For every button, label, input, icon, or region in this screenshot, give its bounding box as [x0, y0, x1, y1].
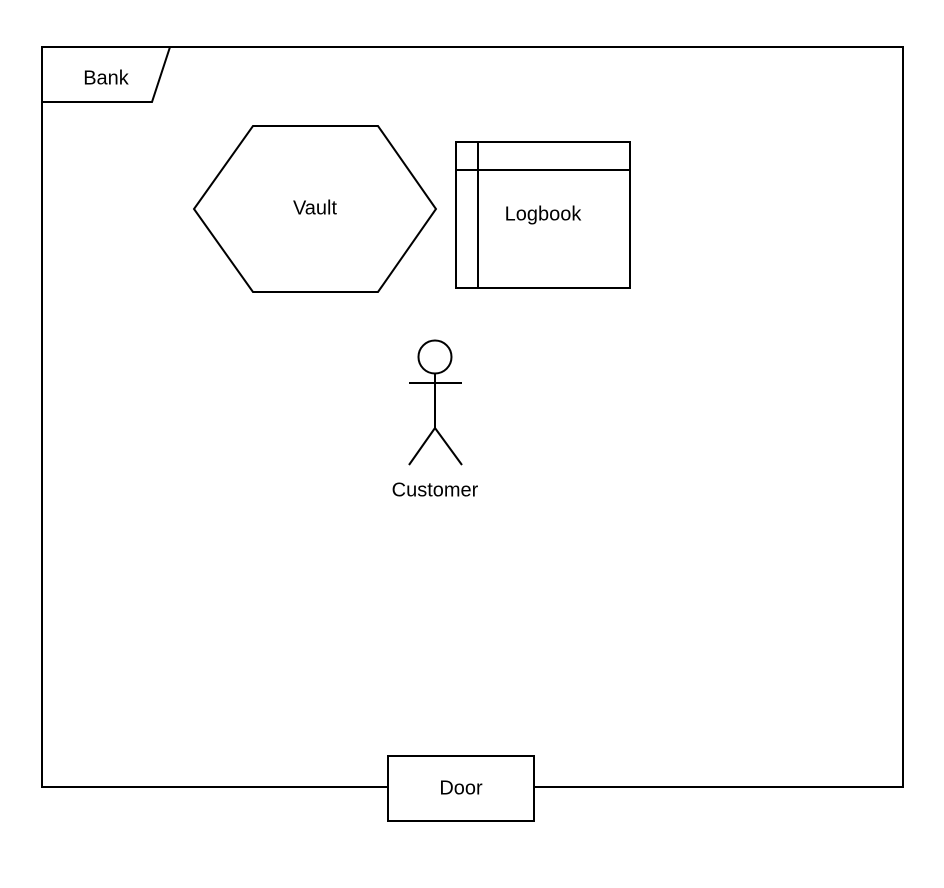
- node-logbook[interactable]: Logbook: [455, 141, 631, 289]
- door-label: Door: [439, 777, 483, 799]
- node-vault[interactable]: Vault: [192, 125, 438, 293]
- door-rect: [387, 755, 535, 822]
- bank-frame-label: Bank: [83, 67, 130, 89]
- logbook-label: Logbook: [505, 203, 583, 225]
- customer-right-leg: [434, 427, 463, 466]
- logbook-outer-rect: [455, 141, 631, 289]
- node-door[interactable]: Door: [387, 755, 535, 822]
- bank-frame-label-tab: [41, 46, 172, 103]
- vault-hexagon: [192, 125, 438, 293]
- customer-label: Customer: [392, 479, 479, 501]
- vault-label: Vault: [293, 197, 338, 219]
- customer-left-leg: [408, 427, 436, 466]
- customer-head: [417, 339, 453, 375]
- node-customer[interactable]: Customer: [392, 339, 479, 502]
